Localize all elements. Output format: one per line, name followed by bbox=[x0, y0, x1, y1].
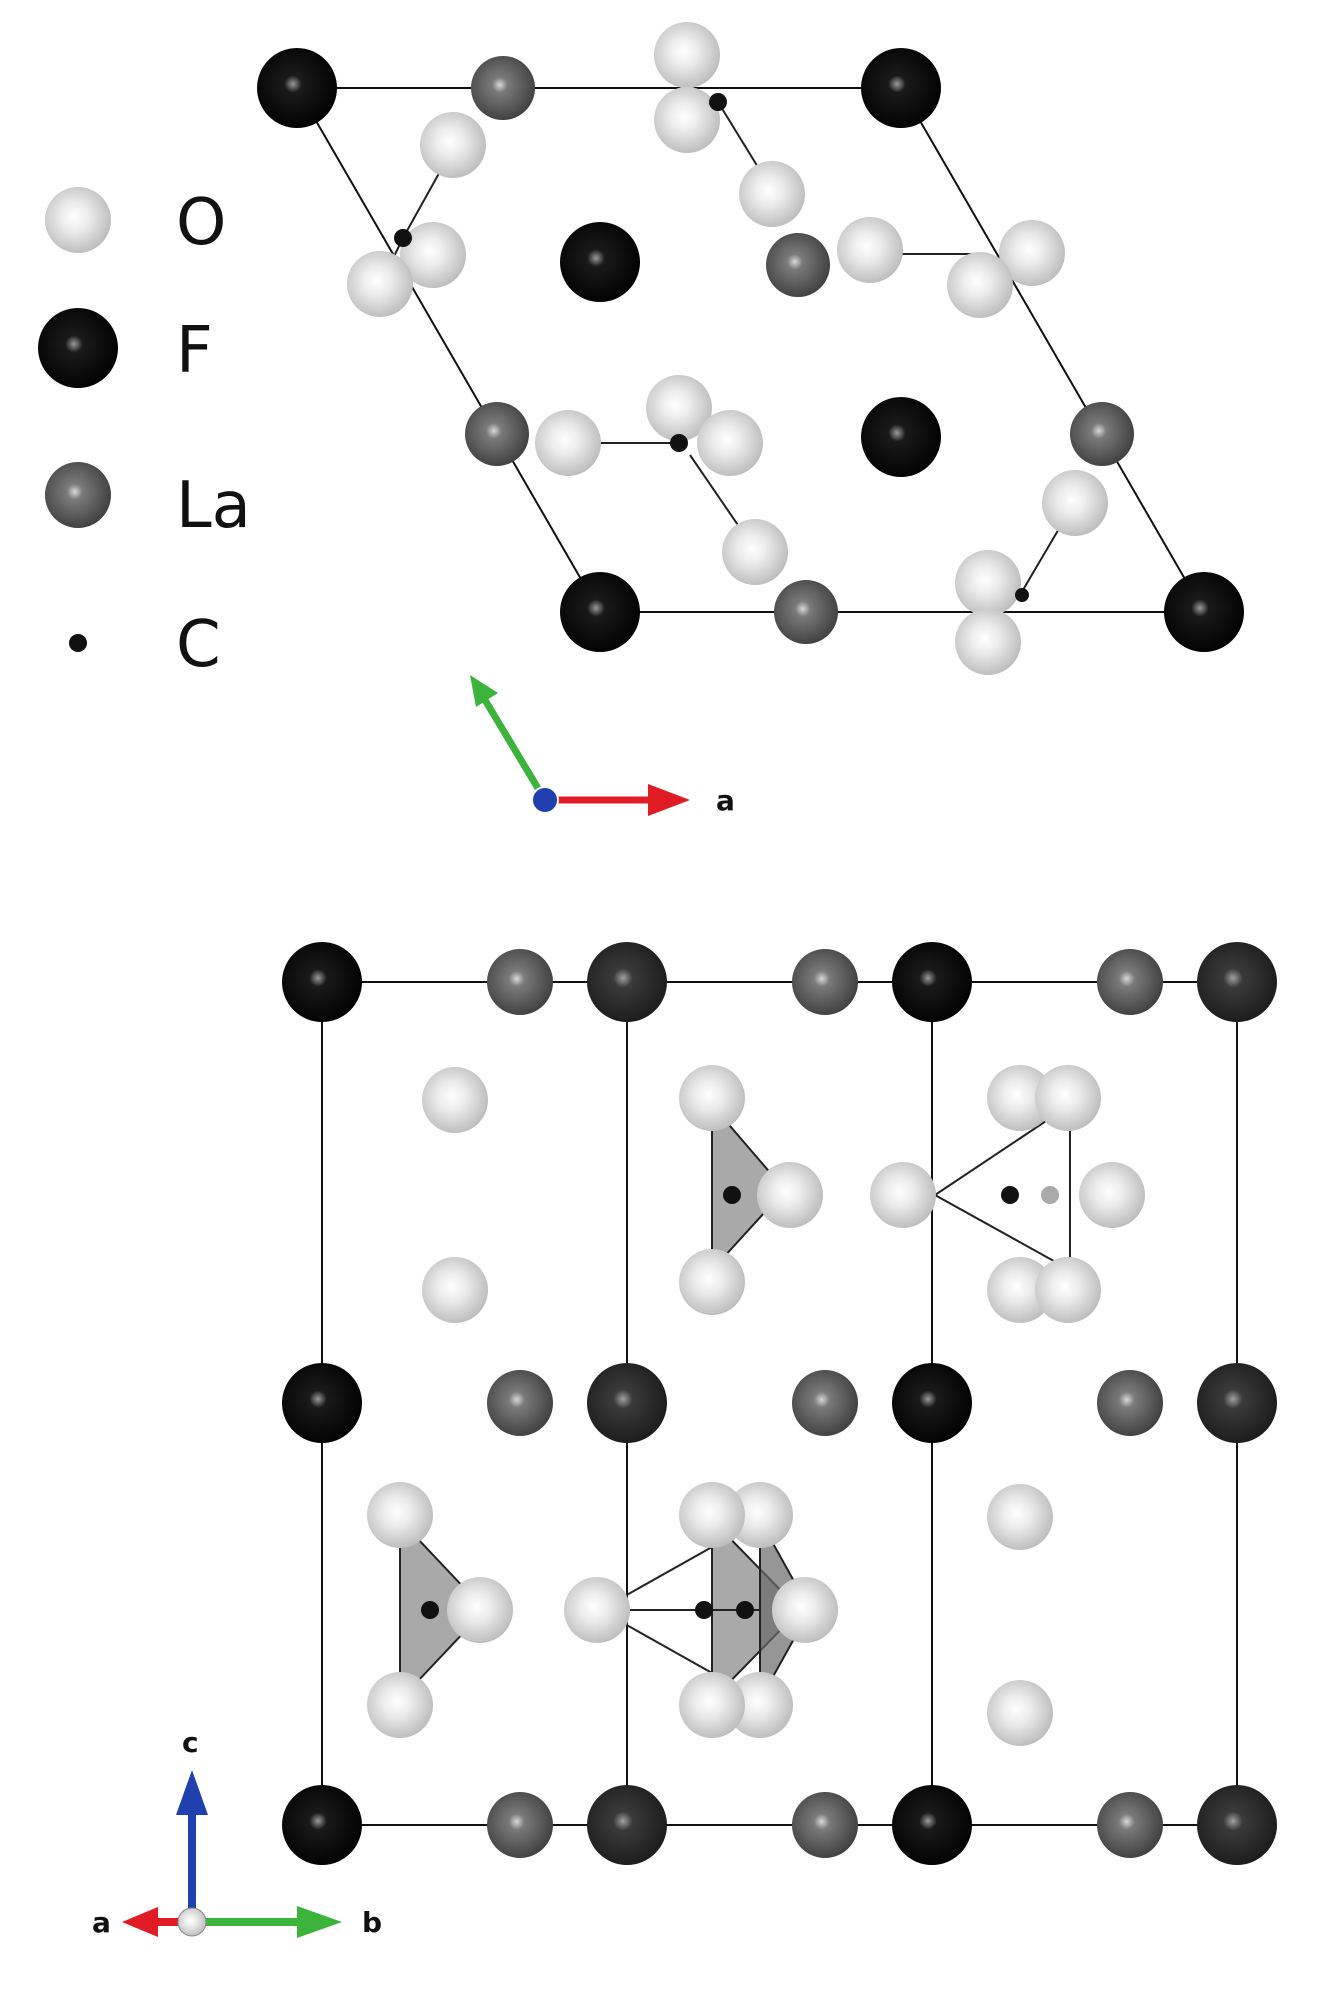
top-view-projection: a bbox=[257, 22, 1244, 817]
oxygen-atoms bbox=[347, 22, 1108, 675]
legend-item-lanthanum: La bbox=[45, 462, 251, 543]
lanthanum-atoms bbox=[487, 949, 1163, 1858]
legend-fluorine-swatch bbox=[38, 308, 118, 388]
fluorine-atoms bbox=[257, 48, 1244, 652]
legend-item-carbon: C bbox=[69, 608, 221, 682]
legend-fluorine-label: F bbox=[176, 314, 213, 388]
bottom-axis-b-label: b bbox=[362, 1906, 382, 1939]
b-axis-arrowhead bbox=[470, 675, 498, 707]
legend-oxygen-label: O bbox=[176, 186, 226, 260]
c-axis-dot bbox=[531, 786, 559, 814]
bottom-axis-a-label: a bbox=[92, 1906, 111, 1939]
a-axis-arrowhead bbox=[648, 784, 690, 816]
legend-carbon-swatch bbox=[69, 634, 87, 652]
top-axis-a-label: a bbox=[716, 784, 735, 817]
c-axis-arrowhead bbox=[176, 1770, 208, 1815]
a-axis-arrowhead bbox=[122, 1907, 158, 1937]
legend: O F La C bbox=[38, 186, 251, 682]
oxygen-atoms bbox=[367, 1065, 1145, 1746]
fluorine-atoms bbox=[282, 942, 1277, 1865]
legend-carbon-label: C bbox=[176, 608, 221, 682]
bottom-view-projection: c a b bbox=[92, 942, 1277, 1939]
bottom-axis-triad: c a b bbox=[92, 1726, 382, 1939]
legend-item-fluorine: F bbox=[38, 308, 213, 388]
carbon-atoms bbox=[394, 93, 1029, 602]
legend-lanthanum-swatch bbox=[45, 462, 111, 528]
bottom-axis-c-label: c bbox=[182, 1726, 199, 1759]
top-axis-triad: a bbox=[470, 675, 735, 817]
legend-item-oxygen: O bbox=[45, 186, 226, 260]
b-axis-arrowhead bbox=[297, 1906, 342, 1938]
bonds bbox=[379, 101, 1071, 596]
legend-oxygen-swatch bbox=[45, 187, 111, 253]
carbon-atoms bbox=[421, 1186, 1059, 1619]
lanthanum-atoms bbox=[465, 56, 1134, 644]
axis-origin bbox=[177, 1907, 207, 1937]
legend-lanthanum-label: La bbox=[176, 469, 251, 543]
